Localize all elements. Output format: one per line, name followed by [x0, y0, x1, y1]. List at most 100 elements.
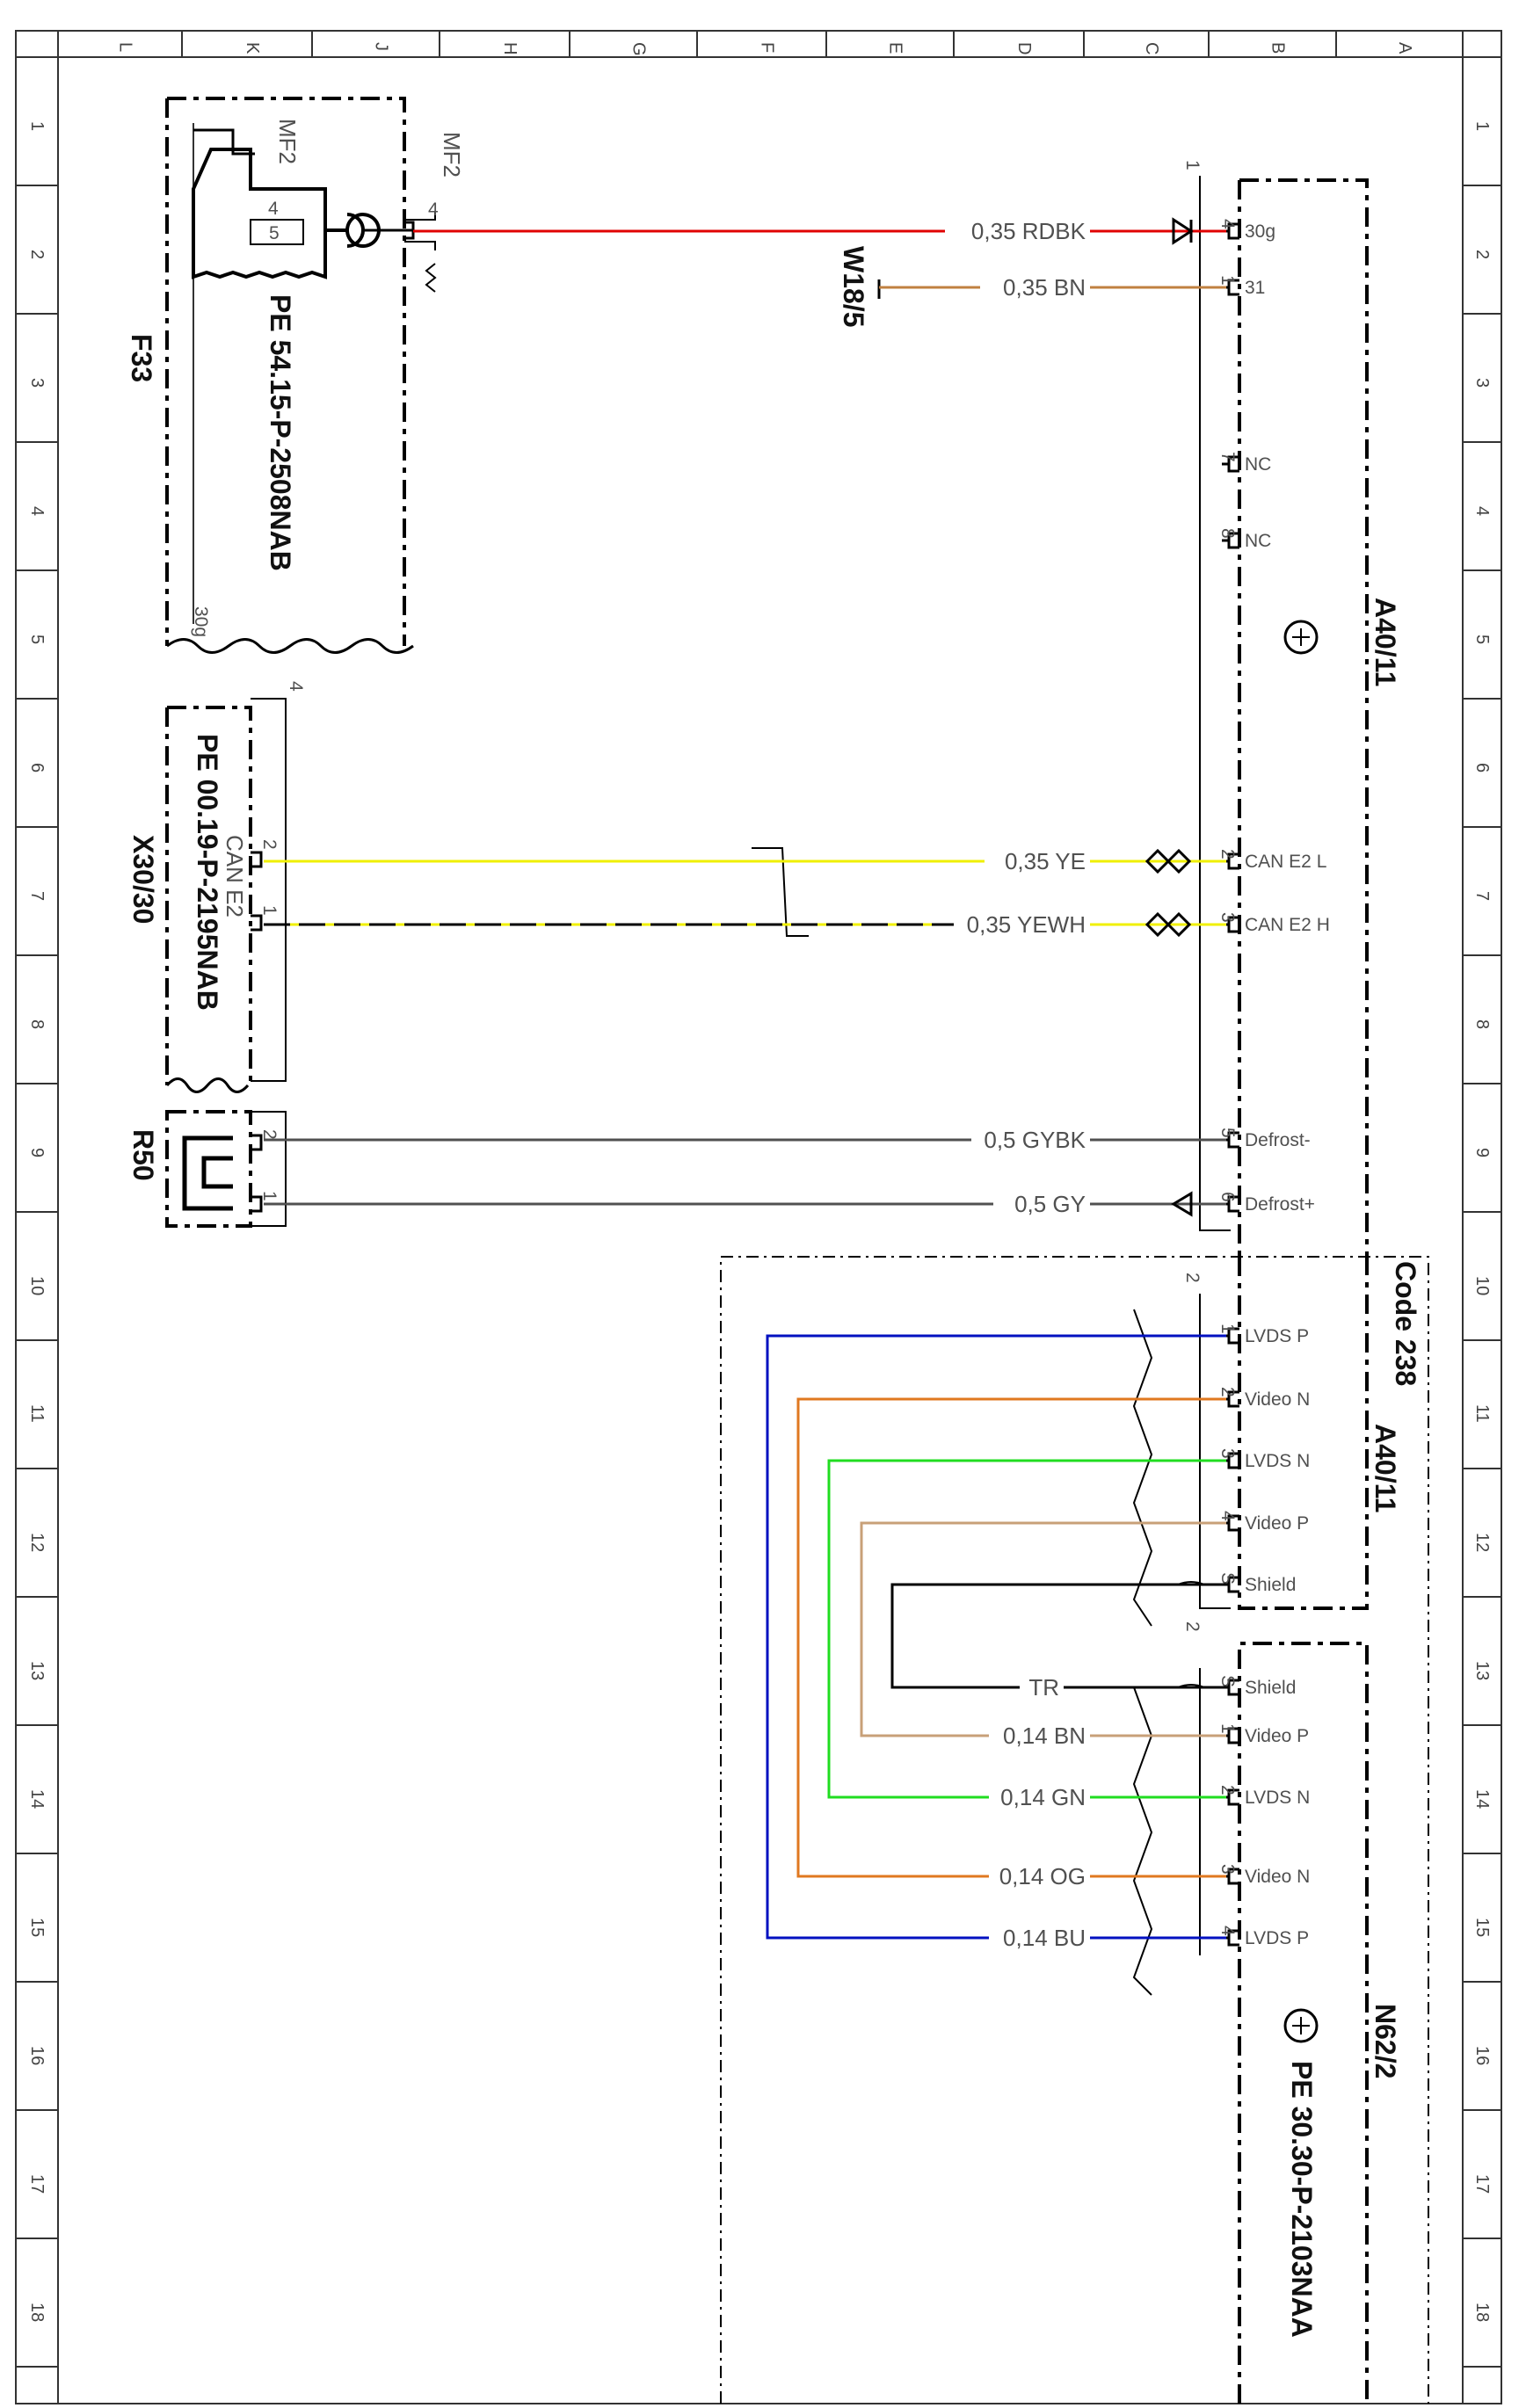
pin-label: Shield [1245, 1678, 1296, 1698]
pin-number: 4 [1217, 1511, 1238, 1521]
grid-column-label: C [1142, 42, 1161, 54]
pin-number: S [1217, 1675, 1238, 1687]
grid-column-label: L [116, 42, 135, 52]
grid-row-label: 5 [1472, 635, 1492, 644]
a40-video-name: A40/11 [1370, 1424, 1401, 1512]
wire [860, 1521, 1226, 1737]
r50-defrost-element: R50 2 1 [127, 1110, 287, 1228]
pin-number: 5 [1217, 1128, 1238, 1138]
pin-label: 31 [1245, 278, 1265, 298]
grid-row-label: 14 [27, 1789, 47, 1809]
pin-label: LVDS P [1245, 1928, 1309, 1948]
a40-connector1-number: 1 [1182, 160, 1203, 170]
grid-row-label: 9 [27, 1148, 47, 1157]
a40-name: A40/11 [1370, 598, 1401, 686]
grid-row-label: 12 [1472, 1533, 1492, 1552]
grid-row-label: 2 [27, 250, 47, 259]
diode-arrow-icon [1172, 217, 1194, 245]
grid-row-label: 8 [27, 1019, 47, 1029]
grid-row-label: 14 [1472, 1789, 1492, 1809]
n62-reference: PE 30.30-P-2103NAA [1286, 2061, 1318, 2338]
pin-number: 3 [1217, 912, 1238, 923]
n62-2-module: 2 N62/2 PE 30.30-P-2103NAA [1182, 1621, 1401, 2404]
pin-number: 8 [1217, 528, 1238, 539]
pin-label: Video P [1245, 1726, 1309, 1746]
f33-inner-pin: 4 [268, 199, 279, 219]
outer-frame [15, 30, 1502, 2404]
pin-label: Video P [1245, 1513, 1309, 1534]
grid-row-label: 10 [1472, 1276, 1492, 1295]
wire-label: 0,14 BU [1003, 1925, 1086, 1951]
f33-fuse-block: 30g 4 5 MF2 PE 54.15-P-2508NAB F33 MF2 4 [126, 97, 465, 654]
grid-column-label: J [372, 42, 391, 51]
wire-label: TR [1028, 1674, 1059, 1701]
grid-row-label: 7 [1472, 891, 1492, 901]
pin-number: 6 [1217, 1192, 1238, 1202]
pin-label: Video N [1245, 1867, 1310, 1887]
f33-connector-label: MF2 [274, 119, 301, 164]
grid-row-label: 7 [27, 891, 47, 901]
pin-label: Defrost+ [1245, 1194, 1315, 1215]
pin-number: 7 [1217, 452, 1238, 462]
pin-number: 2 [1217, 1785, 1238, 1795]
r50-name: R50 [127, 1129, 159, 1181]
grid-row-label: 13 [1472, 1661, 1492, 1680]
x30-name: X30/30 [127, 835, 159, 924]
wire-label: 0,5 GYBK [984, 1127, 1086, 1153]
grid-row-label: 9 [1472, 1148, 1492, 1157]
n62-connector-number: 2 [1182, 1621, 1203, 1632]
pin-number: 1 [1217, 275, 1238, 286]
grid-row-label: 11 [1472, 1404, 1492, 1423]
a40-11-module: 1 A40/11 [1182, 160, 1401, 1257]
grid-column-label: B [1268, 42, 1288, 54]
f33-connector2-label: MF2 [439, 132, 465, 178]
pin-number: 1 [1217, 1324, 1238, 1334]
code-238-option-area: Code 238 [720, 1256, 1429, 2404]
grid-row-label: 1 [1472, 121, 1492, 131]
can-bus-arrow-icon [1144, 848, 1192, 874]
pin-number: S [1217, 1572, 1238, 1585]
wire-label: 0,14 OG [999, 1863, 1086, 1889]
f33-name: F33 [126, 334, 157, 382]
inner-frame [57, 56, 1464, 2404]
w18-5-ground: W18/5 [838, 246, 881, 327]
grid-column-label: K [243, 42, 262, 54]
code-238-label: Code 238 [1390, 1261, 1421, 1386]
grid-row-label: 13 [27, 1661, 47, 1680]
f33-term-label: 30g [191, 606, 211, 637]
pin-label: LVDS N [1245, 1788, 1310, 1808]
twisted-pair-mark-top [1132, 1309, 1153, 1627]
grid-row-label: 6 [27, 763, 47, 772]
pin-number: 1 [1217, 1723, 1238, 1734]
pin-label: 30g [1245, 221, 1275, 242]
x30-reference: PE 00.19-P-2195NAB [192, 734, 223, 1011]
wire-label: 0,35 RDBK [971, 218, 1086, 244]
x30-pin-count: 4 [286, 681, 306, 692]
pin-label: CAN E2 H [1245, 915, 1330, 935]
x30-bus-label: CAN E2 [222, 835, 248, 918]
can-twist-mark [752, 847, 809, 937]
f33-fuse-number: 5 [269, 223, 280, 243]
wire-label: 0,35 YEWH [967, 911, 1086, 938]
grid-column-label: H [500, 42, 520, 54]
diode-arrow-icon [1171, 1191, 1193, 1217]
r50-pin-a: 2 [259, 1129, 280, 1140]
pin-label: Shield [1245, 1575, 1296, 1595]
grid-row-label: 12 [27, 1533, 47, 1552]
wire [766, 1334, 1226, 1940]
grid-row-label: 17 [27, 2174, 47, 2194]
grid-column-label: F [758, 42, 777, 53]
grid-row-label: 1 [27, 121, 47, 131]
pin-number: 3 [1217, 1448, 1238, 1459]
x30-pin-b: 1 [259, 905, 280, 916]
a40-connector2-number: 2 [1182, 1273, 1203, 1283]
grid-column-label: G [629, 42, 649, 56]
wire-label: 0,35 YE [1005, 848, 1086, 874]
grid-column-label: E [886, 42, 905, 54]
grid-row-label: 16 [1472, 2046, 1492, 2065]
pin-label: LVDS P [1245, 1326, 1309, 1346]
